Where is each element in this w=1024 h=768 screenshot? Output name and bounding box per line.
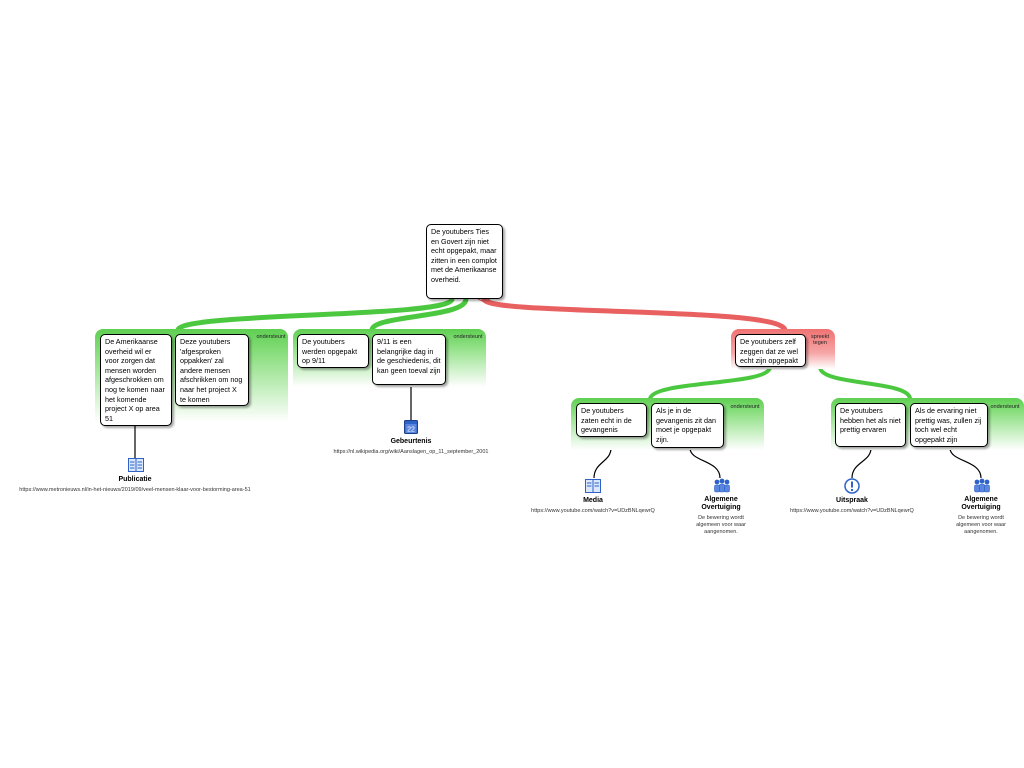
claim-9-11-belangrijk[interactable]: 9/11 is een belangrijke dag in de geschi… (372, 334, 446, 385)
source-gebeurtenis-title: Gebeurtenis (390, 438, 432, 445)
link-c9-to-s6 (949, 447, 982, 479)
claim-opgepakt-9-11[interactable]: De youtubers werden opgepakt op 9/11 (297, 334, 369, 368)
calendar-icon: 22 (404, 420, 418, 434)
svg-text:22: 22 (407, 427, 415, 434)
source-media-title: Media (583, 497, 603, 504)
source-algemene-overtuiging-1-title: Algemene Overtuiging (701, 496, 741, 511)
claim-zelf-zeggen[interactable]: De youtubers zelf zeggen dat ze wel echt… (735, 334, 806, 367)
source-media-url[interactable]: https://www.youtube.com/watch?v=UDzBNLqe… (531, 508, 655, 514)
oppose-group-tag: spreekt tegen (810, 334, 830, 346)
claim-niet-prettig[interactable]: De youtubers hebben het als niet prettig… (835, 403, 906, 447)
link-main-to-g3 (481, 296, 788, 332)
people-icon (974, 478, 990, 493)
link-c8-to-s5 (851, 447, 872, 479)
link-main-to-g2 (369, 298, 469, 332)
source-publicatie-title: Publicatie (118, 476, 152, 483)
source-algemene-overtuiging-2-title: Algemene Overtuiging (961, 496, 1001, 511)
exclamation-icon (844, 478, 860, 494)
link-main-to-g1 (175, 296, 455, 333)
claim-ervaring-niet-prettig[interactable]: Als de ervaring niet prettig was, zullen… (910, 403, 988, 447)
source-algemene-overtuiging-2-desc: De bewering wordt algemeen voor waar aan… (956, 515, 1006, 535)
claim-afschrikken[interactable]: Deze youtubers 'afgesproken oppakken' za… (175, 334, 249, 406)
people-icon (714, 478, 730, 493)
link-c7-to-s4 (689, 447, 721, 479)
support-group-3-tag: ondersteunt (730, 404, 760, 410)
support-group-1-tag: ondersteunt (256, 334, 286, 340)
claim-gevangenis[interactable]: De youtubers zaten echt in de gevangenis (576, 403, 647, 437)
support-group-4-tag: ondersteunt (990, 404, 1020, 410)
publication-icon (128, 458, 144, 472)
source-uitspraak-url[interactable]: https://www.youtube.com/watch?v=UDzBNLqe… (790, 508, 914, 514)
link-c5-to-g5 (818, 366, 912, 400)
claim-amerikaanse-overheid[interactable]: De Amerikaanse overheid wil er voor zorg… (100, 334, 172, 426)
media-icon (585, 479, 601, 493)
main-claim-arrow-mark (477, 298, 491, 303)
source-uitspraak-title: Uitspraak (836, 497, 868, 504)
main-claim[interactable]: De youtubers Ties en Govert zijn niet ec… (426, 224, 503, 299)
source-algemene-overtuiging-1-desc: De bewering wordt algemeen voor waar aan… (696, 515, 746, 535)
source-publicatie-url[interactable]: https://www.metronieuws.nl/in-het-nieuws… (19, 487, 251, 493)
link-c6-to-s3 (593, 447, 612, 479)
source-gebeurtenis-url[interactable]: https://nl.wikipedia.org/wiki/Aanslagen_… (333, 449, 489, 455)
link-c5-to-g4 (648, 366, 772, 400)
support-group-2-tag: ondersteunt (453, 334, 483, 340)
claim-gevangenis-opgepakt[interactable]: Als je in de gevangenis zit dan moet je … (651, 403, 724, 448)
